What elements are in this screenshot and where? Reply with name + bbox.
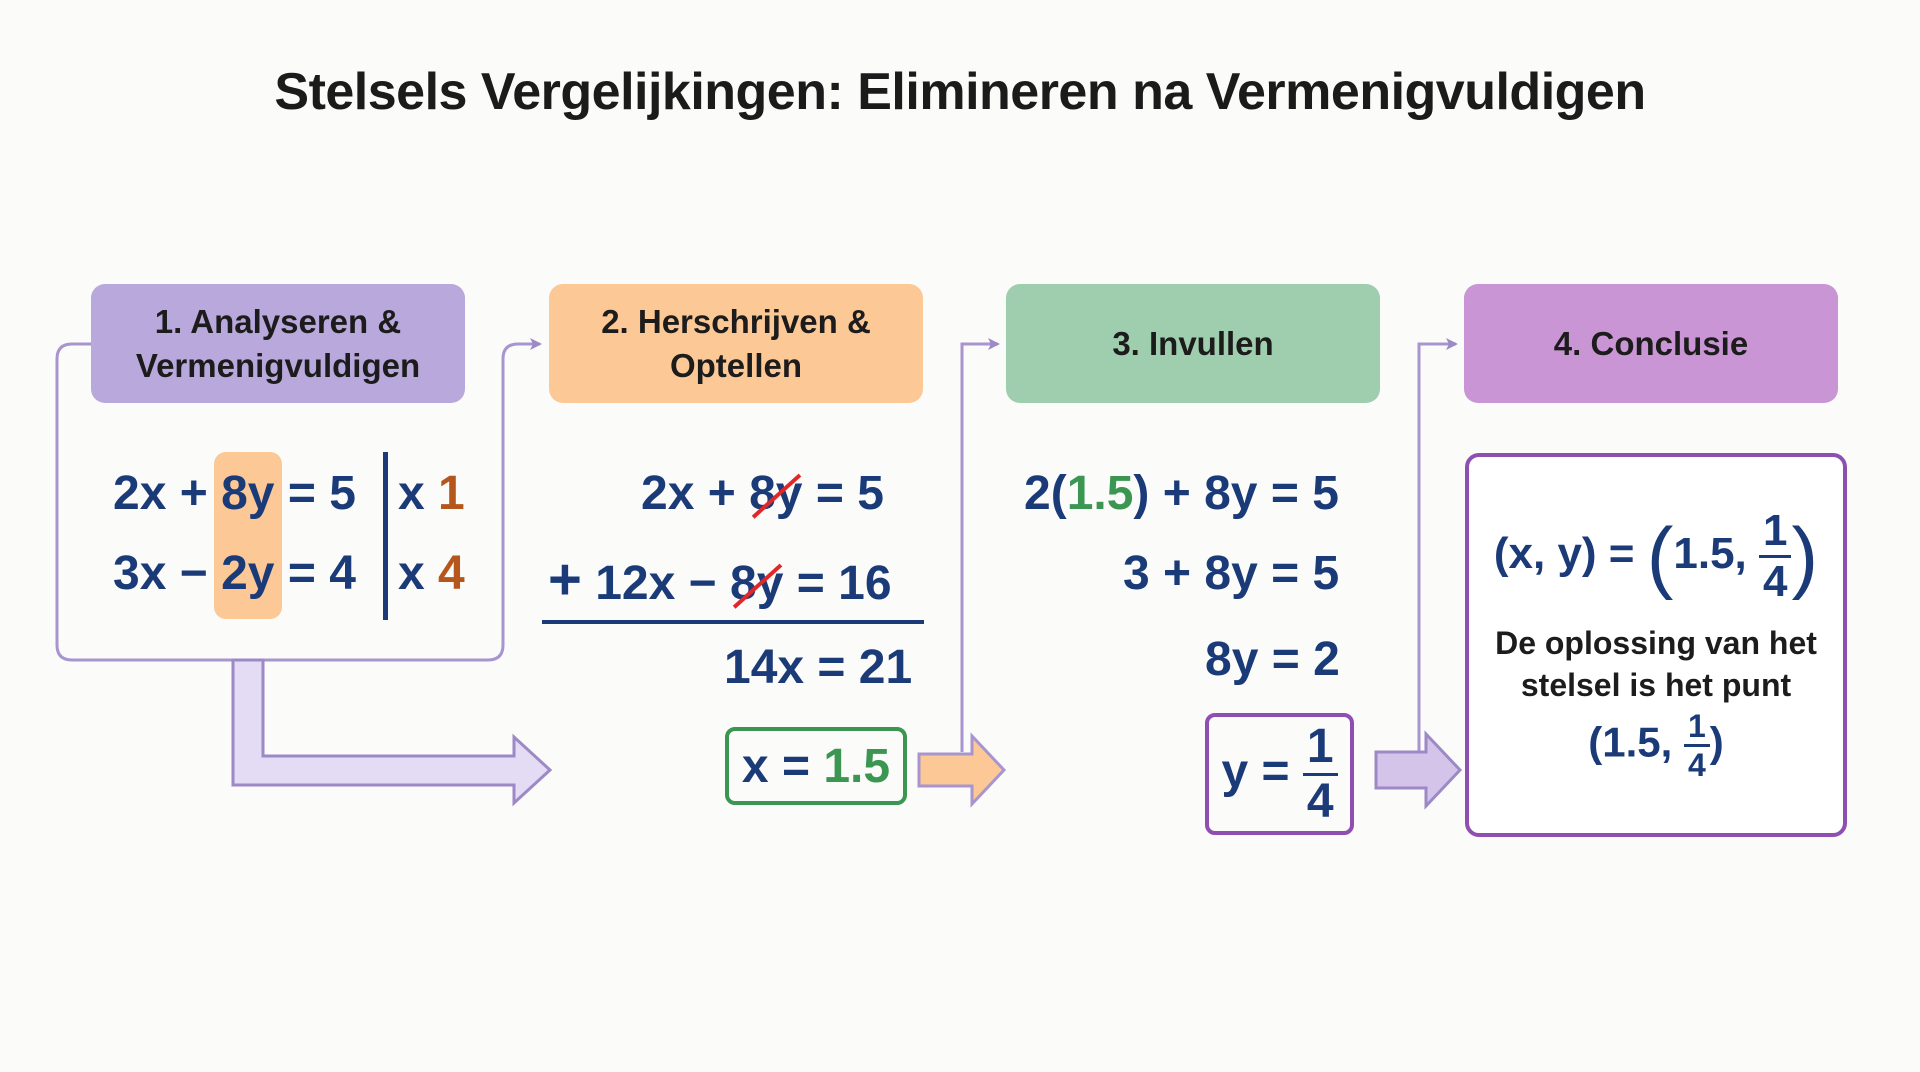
connector-2-3 [960, 338, 1000, 752]
y-term-highlight [214, 452, 282, 619]
step4-title: 4. Conclusie [1553, 324, 1749, 362]
x-result-box: x = 1.5 [725, 727, 907, 805]
step2-sum: 14x = 21 [724, 641, 913, 694]
sum-line [542, 620, 924, 624]
step2-header: 2. Herschrijven & Optellen [549, 284, 923, 403]
step4-header: 4. Conclusie [1464, 284, 1838, 403]
orange-block-arrow [917, 732, 1007, 808]
step1-title-line1: 1. Analyseren & [154, 302, 402, 340]
step3-row-2: 3 + 8y = 5 [1123, 547, 1340, 600]
purple-block-arrow [1374, 730, 1463, 810]
step1-multiplier-2: x 4 [398, 547, 465, 600]
step2-row-1: 2x + 8y = 5 [641, 467, 884, 520]
step3-header: 3. Invullen [1006, 284, 1380, 403]
step1-equation-2: 3x − 2y = 4 [113, 547, 356, 600]
step1-multiplier-1: x 1 [398, 467, 465, 520]
step2-row-2: + 12x − 8y = 16 [548, 547, 892, 612]
multiplier-divider [383, 452, 388, 620]
step3-row-3: 8y = 2 [1205, 633, 1340, 686]
l-block-arrow [231, 658, 553, 807]
connector-3-4 [1417, 338, 1458, 752]
step1-title-line2: Vermenigvuldigen [135, 346, 421, 384]
step3-title: 3. Invullen [1112, 324, 1274, 362]
step2-title-line1: 2. Herschrijven & [601, 302, 871, 340]
page-title: Stelsels Vergelijkingen: Elimineren na V… [274, 63, 1646, 121]
step1-frame [55, 338, 542, 662]
conclusion-text: De oplossing van het stelsel is het punt [1495, 625, 1817, 703]
step1-header: 1. Analyseren & Vermenigvuldigen [91, 284, 465, 403]
step2-title-line2: Optellen [669, 346, 803, 384]
step3-row-1: 2(1.5) + 8y = 5 [1024, 467, 1339, 520]
step1-equation-1: 2x + 8y = 5 [113, 467, 356, 520]
